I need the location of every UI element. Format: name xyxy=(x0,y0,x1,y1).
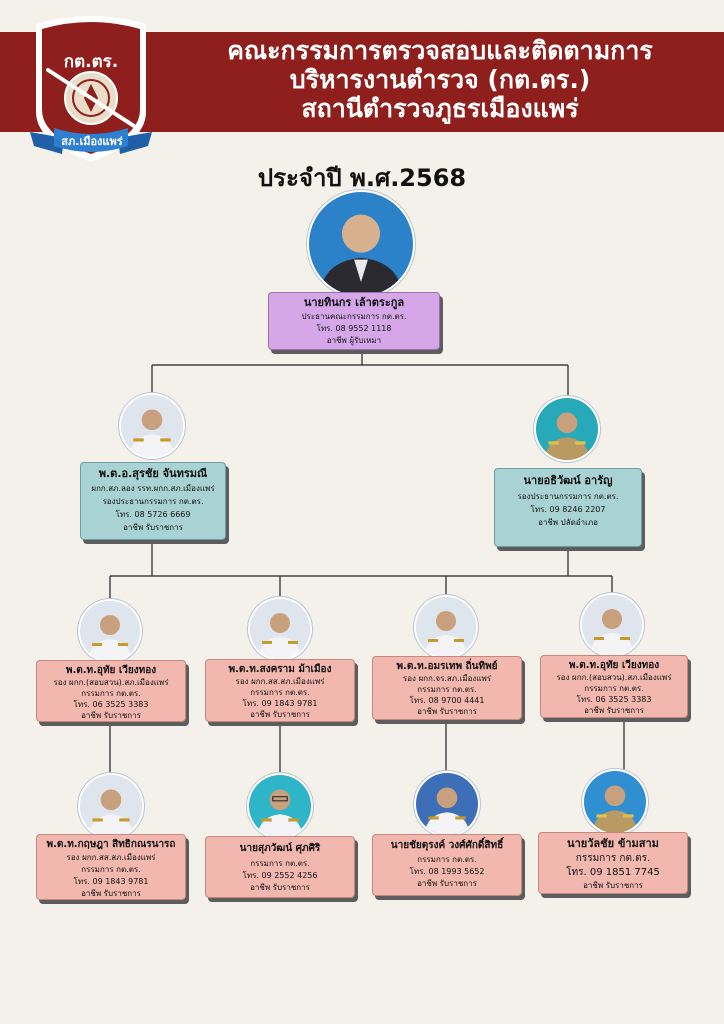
member-card: พ.ต.ท.กฤษฎา สิทธิกณรนารถ รอง ผกก.สส.สภ.เ… xyxy=(36,834,186,900)
member-phone: โทร. 09 2552 4256 xyxy=(242,871,318,880)
vice-right-phone: โทร. 09 8246 2207 xyxy=(530,505,606,514)
chair-position: ประธานคณะกรรมการ กต.ตร. xyxy=(301,312,407,321)
member-role: กรรมการ กต.ตร. xyxy=(81,865,141,874)
page-title: คณะกรรมการตรวจสอบและติดตามการ บริหารงานต… xyxy=(170,36,710,123)
member-role: กรรมการ กต.ตร. xyxy=(417,685,477,694)
member-position: รอง ผกก.(สอบสวน).สภ.เมืองแพร่ xyxy=(53,678,169,687)
chair-name: นายทินกร เล้าตระกูล xyxy=(303,296,405,309)
member-name: พ.ต.ท.อุทัย เวียงทอง xyxy=(65,665,157,676)
chair-card: นายทินกร เล้าตระกูล ประธานคณะกรรมการ กต.… xyxy=(268,292,440,350)
member-name: พ.ต.ท.อมรเทพ ถิ่นทิพย์ xyxy=(396,661,498,672)
vice-right-role: รองประธานกรรมการ กต.ตร. xyxy=(517,492,619,501)
member-phone: โทร. 06 3525 3383 xyxy=(576,695,652,704)
member-position: รอง ผกก.สส.สภ.เมืองแพร่ xyxy=(66,853,156,862)
vice-left-name: พ.ต.อ.สุรชัย จันทรมณี xyxy=(98,467,208,480)
member-occupation: อาชีพ รับราชการ xyxy=(81,889,141,898)
title-line-3: สถานีตำรวจภูธรเมืองแพร่ xyxy=(301,94,579,123)
member-role: กรรมการ กต.ตร. xyxy=(250,859,310,868)
member-role: กรรมการ กต.ตร. xyxy=(250,688,310,697)
member-photo xyxy=(582,595,642,655)
chair-photo xyxy=(309,192,413,296)
member-photo xyxy=(249,775,311,837)
member-position: รอง ผกก.จร.สภ.เมืองแพร่ xyxy=(402,674,492,683)
member-name: นายวัลชัย ข้ามสาม xyxy=(567,837,659,850)
chair-occupation: อาชีพ ผู้รับเหมา xyxy=(326,336,382,345)
ribbon-text: สภ.เมืองแพร่ xyxy=(61,135,123,148)
member-occupation: อาชีพ รับราชการ xyxy=(584,706,644,715)
member-occupation: อาชีพ รับราชการ xyxy=(250,883,310,892)
vice-left-photo xyxy=(121,395,183,457)
member-phone: โทร. 09 1851 7745 xyxy=(566,867,660,878)
vice-left-occupation: อาชีพ รับราชการ xyxy=(123,523,183,532)
vice-left-role: รองประธานกรรมการ กต.ตร. xyxy=(102,497,204,506)
vice-right-occupation: อาชีพ ปลัดอำเภอ xyxy=(538,518,598,527)
member-occupation: อาชีพ รับราชการ xyxy=(250,710,310,719)
member-occupation: อาชีพ รับราชการ xyxy=(417,879,477,888)
member-phone: โทร. 08 1993 5652 xyxy=(409,867,485,876)
member-occupation: อาชีพ รับราชการ xyxy=(417,707,477,716)
member-position: รอง ผกก.สส.สภ.เมืองแพร่ xyxy=(235,677,325,686)
member-occupation: อาชีพ รับราชการ xyxy=(81,711,141,720)
member-photo xyxy=(250,599,310,659)
title-line-1: คณะกรรมการตรวจสอบและติดตามการ xyxy=(227,36,653,65)
member-occupation: อาชีพ รับราชการ xyxy=(583,881,643,890)
member-card: นายชัยตุรงค์ วงศ์ศักดิ์สิทธิ์ กรรมการ กต… xyxy=(372,834,522,896)
member-photo xyxy=(416,773,478,835)
member-phone: โทร. 09 1843 9781 xyxy=(242,699,318,708)
police-emblem-logo: กต.ตร. xyxy=(28,14,154,164)
member-name: นายชัยตุรงค์ วงศ์ศักดิ์สิทธิ์ xyxy=(390,840,504,851)
member-name: พ.ต.ท.อุทัย เวียงทอง xyxy=(568,660,660,671)
vice-left-card: พ.ต.อ.สุรชัย จันทรมณี ผกก.สภ.ลอง รรท.ผกก… xyxy=(80,462,226,540)
member-card: พ.ต.ท.อุทัย เวียงทอง รอง ผกก.(สอบสวน).สภ… xyxy=(540,655,688,718)
year-heading: ประจำปี พ.ศ.2568 xyxy=(257,164,467,192)
member-card: นายวัลชัย ข้ามสาม กรรมการ กต.ตร. โทร. 09… xyxy=(538,832,688,894)
member-name: นายสุภวัฒน์ ศุภศิริ xyxy=(239,843,321,854)
member-card: นายสุภวัฒน์ ศุภศิริ กรรมการ กต.ตร. โทร. … xyxy=(205,836,355,898)
member-photo xyxy=(416,597,476,657)
member-photo xyxy=(80,601,140,661)
member-card: พ.ต.ท.สงคราม ม้าเมือง รอง ผกก.สส.สภ.เมือ… xyxy=(205,659,355,722)
member-name: พ.ต.ท.กฤษฎา สิทธิกณรนารถ xyxy=(46,839,176,850)
vice-right-photo xyxy=(536,398,598,460)
title-line-2: บริหารงานตำรวจ (กต.ตร.) xyxy=(289,65,591,94)
member-card: พ.ต.ท.อุทัย เวียงทอง รอง ผกก.(สอบสวน).สภ… xyxy=(36,660,186,722)
vice-left-position: ผกก.สภ.ลอง รรท.ผกก.สภ.เมืองแพร่ xyxy=(91,484,215,493)
member-phone: โทร. 08 9700 4441 xyxy=(409,696,485,705)
member-phone: โทร. 06 3525 3383 xyxy=(73,700,149,709)
member-photo xyxy=(80,775,142,837)
member-photo xyxy=(584,771,646,833)
member-role: กรรมการ กต.ตร. xyxy=(81,689,141,698)
member-position: รอง ผกก.(สอบสวน).สภ.เมืองแพร่ xyxy=(556,673,672,682)
vice-left-phone: โทร. 08 5726 6669 xyxy=(115,510,191,519)
member-card: พ.ต.ท.อมรเทพ ถิ่นทิพย์ รอง ผกก.จร.สภ.เมื… xyxy=(372,656,522,720)
member-name: พ.ต.ท.สงคราม ม้าเมือง xyxy=(228,664,332,675)
member-role: กรรมการ กต.ตร. xyxy=(417,855,477,864)
member-role: กรรมการ กต.ตร. xyxy=(584,684,644,693)
emblem-text: กต.ตร. xyxy=(63,52,119,72)
vice-right-card: นายอธิวัฒน์ อารัญ รองประธานกรรมการ กต.ตร… xyxy=(494,468,642,547)
vice-right-name: นายอธิวัฒน์ อารัญ xyxy=(523,474,613,487)
chair-phone: โทร. 08 9552 1118 xyxy=(316,324,392,333)
member-role: กรรมการ กต.ตร. xyxy=(575,853,651,864)
member-phone: โทร. 09 1843 9781 xyxy=(73,877,149,886)
